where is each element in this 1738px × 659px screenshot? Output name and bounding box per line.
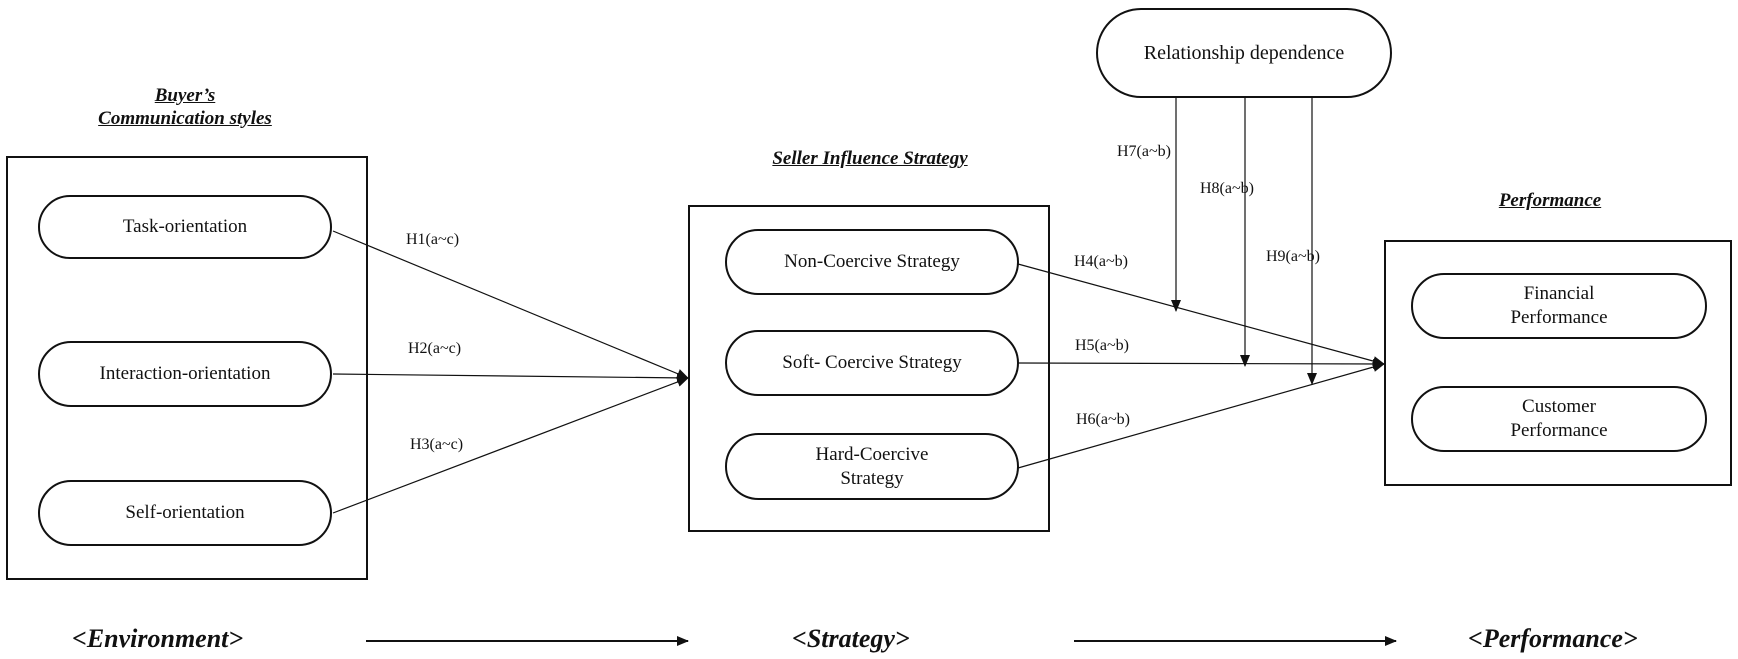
arrow-h2	[332, 372, 689, 383]
task-orientation-node: Task-orientation	[38, 195, 332, 259]
stage-environment-label: <Environment>	[72, 624, 244, 653]
arrow-h5	[1017, 358, 1385, 369]
h3-label: H3(a~c)	[410, 436, 464, 453]
h6-label: H6(a~b)	[1076, 411, 1130, 428]
arrow-h4	[1017, 263, 1385, 366]
h2-label: H2(a~c)	[408, 340, 462, 357]
performance-box	[1384, 240, 1732, 486]
environment-title: Buyer’s Communication styles	[98, 85, 272, 129]
soft-coercive-strategy-node: Soft- Coercive Strategy	[725, 330, 1019, 396]
h7-label: H7(a~b)	[1117, 143, 1171, 160]
non-coercive-strategy-node: Non-Coercive Strategy	[725, 229, 1019, 295]
customer-performance-node: Customer Performance	[1411, 386, 1707, 452]
arrow-h6	[1017, 362, 1385, 469]
stage-performance-label: <Performance>	[1468, 624, 1638, 653]
strategy-box	[688, 205, 1050, 532]
h8-label: H8(a~b)	[1200, 180, 1254, 197]
hard-coercive-strategy-node: Hard-Coercive Strategy	[725, 433, 1019, 500]
interaction-orientation-node: Interaction-orientation	[38, 341, 332, 407]
financial-performance-node: Financial Performance	[1411, 273, 1707, 339]
stage-strategy-label: <Strategy>	[792, 624, 910, 653]
h1-label: H1(a~c)	[406, 231, 460, 248]
relationship-dependence-node: Relationship dependence	[1096, 8, 1392, 98]
h4-label: H4(a~b)	[1074, 253, 1128, 270]
h5-label: H5(a~b)	[1075, 337, 1129, 354]
performance-title: Performance	[1498, 190, 1602, 211]
environment-box	[6, 156, 368, 580]
arrow-h3	[332, 377, 689, 514]
strategy-title: Seller Influence Strategy	[772, 148, 968, 169]
arrow-h1	[332, 230, 689, 379]
self-orientation-node: Self-orientation	[38, 480, 332, 546]
h9-label: H9(a~b)	[1266, 248, 1320, 265]
